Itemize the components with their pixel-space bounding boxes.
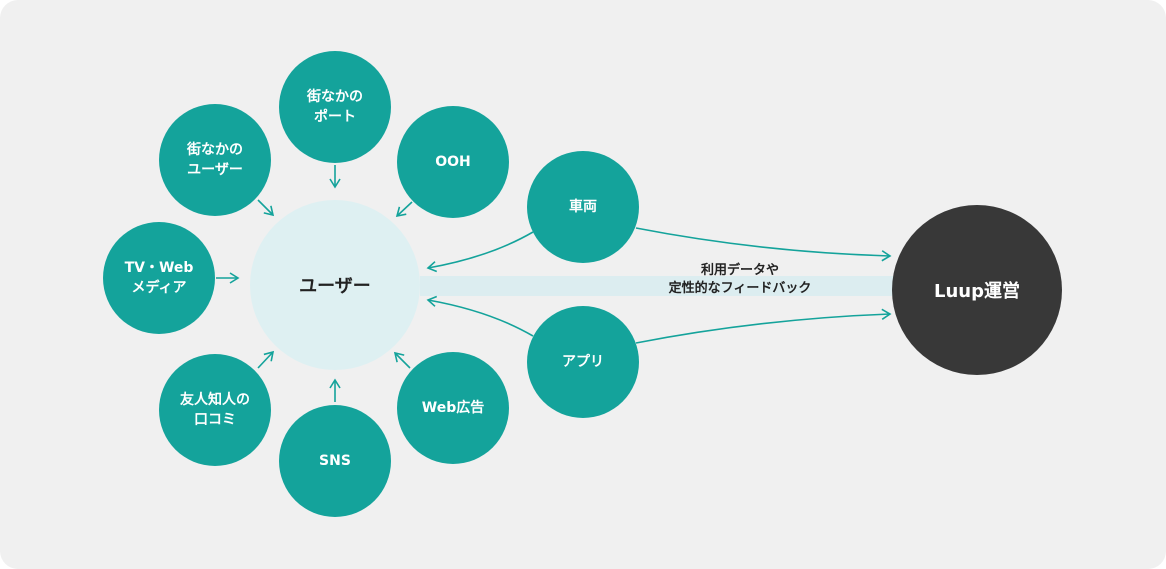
feedback-band	[420, 276, 895, 296]
user-node-label: ユーザー	[299, 276, 371, 297]
channel-label-sns: SNS	[319, 453, 351, 469]
channel-label-street-users: 街なかの ユーザー	[187, 142, 243, 178]
touchpoint-label-vehicle: 車両	[569, 199, 597, 215]
arrow-vehicle-to-user	[426, 231, 534, 273]
channel-node-word-of-mouth: 友人知人の 口コミ	[159, 354, 271, 466]
channel-node-ooh: OOH	[397, 106, 509, 218]
channel-label-word-of-mouth: 友人知人の 口コミ	[180, 392, 250, 428]
channel-node-web-ads: Web広告	[397, 352, 509, 464]
operator-node-label: Luup運営	[934, 281, 1020, 302]
channel-label-ooh: OOH	[435, 154, 471, 170]
arrow-ooh	[395, 201, 413, 218]
arrow-app-to-operator	[635, 308, 892, 344]
channel-label-street-port: 街なかの ポート	[307, 89, 363, 125]
arrow-web-ads	[393, 351, 411, 369]
user-node: ユーザー	[250, 200, 420, 370]
touchpoint-node-vehicle: 車両	[527, 151, 639, 263]
touchpoint-node-app: アプリ	[527, 306, 639, 418]
channel-node-street-port: 街なかの ポート	[279, 51, 391, 163]
feedback-label: 利用データや 定性的なフィードバック	[668, 263, 812, 296]
arrow-word-of-mouth	[257, 350, 275, 369]
operator-node: Luup運営	[892, 205, 1062, 375]
arrow-street-users	[257, 199, 275, 217]
channel-label-tv-web-media: TV・Web メディア	[124, 260, 194, 296]
arrow-vehicle-to-operator	[635, 227, 892, 262]
channel-node-tv-web-media: TV・Web メディア	[103, 222, 215, 334]
arrow-app-to-user	[426, 295, 534, 337]
channel-label-web-ads: Web広告	[421, 400, 485, 416]
touchpoint-label-app: アプリ	[562, 354, 604, 370]
channel-node-sns: SNS	[279, 405, 391, 517]
channel-node-street-users: 街なかの ユーザー	[159, 104, 271, 216]
